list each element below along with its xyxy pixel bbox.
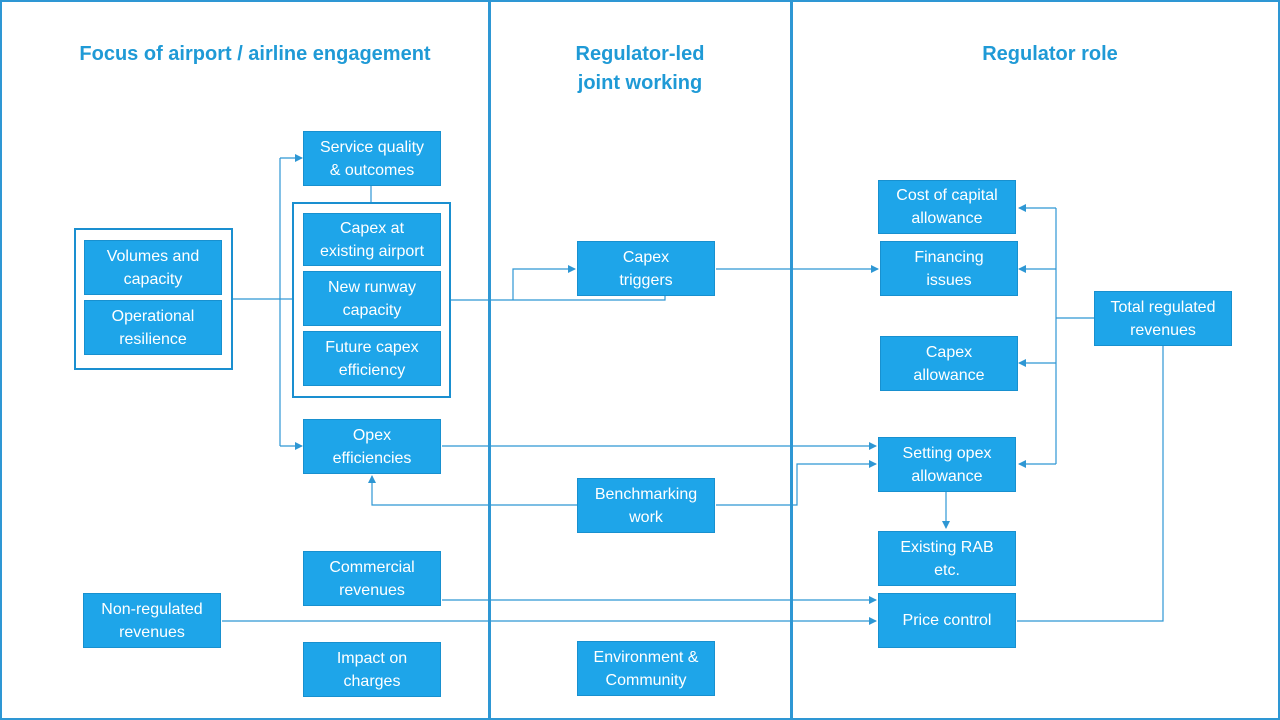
node-setting-opex-allowance: Setting opex allowance xyxy=(878,437,1016,492)
node-capex-triggers: Capex triggers xyxy=(577,241,715,296)
node-new-runway-capacity: New runway capacity xyxy=(303,271,441,326)
node-opex-efficiencies: Opex efficiencies xyxy=(303,419,441,474)
header-airport-airline-engagement: Focus of airport / airline engagement xyxy=(79,43,431,65)
node-capex-existing-airport: Capex at existing airport xyxy=(303,213,441,266)
node-operational-resilience: Operational resilience xyxy=(84,300,222,355)
column-divider-1 xyxy=(488,0,491,720)
node-non-regulated-revenues: Non-regulated revenues xyxy=(83,593,221,648)
line-group-to-triggers-base xyxy=(451,296,666,301)
node-benchmarking-work: Benchmarking work xyxy=(577,478,715,533)
group-capex xyxy=(292,202,451,398)
node-service-quality: Service quality & outcomes xyxy=(303,131,441,186)
arrow-benchmarking-to-setting-opex xyxy=(716,460,877,506)
node-environment-community: Environment & Community xyxy=(577,641,715,696)
arrow-benchmarking-to-opex xyxy=(368,475,577,506)
group-volumes-resilience xyxy=(74,228,233,370)
header-regulator-role: Regulator role xyxy=(982,43,1118,65)
column-divider-2 xyxy=(790,0,793,720)
node-existing-rab: Existing RAB etc. xyxy=(878,531,1016,586)
node-price-control: Price control xyxy=(878,593,1016,648)
node-financing-issues: Financing issues xyxy=(880,241,1018,296)
arrow-to-capex-triggers xyxy=(512,265,576,300)
node-volumes-capacity: Volumes and capacity xyxy=(84,240,222,295)
node-future-capex-efficiency: Future capex efficiency xyxy=(303,331,441,386)
header-regulator-led-joint-working: Regulator-led joint working xyxy=(575,43,705,94)
node-capex-allowance: Capex allowance xyxy=(880,336,1018,391)
line-price-control-to-total xyxy=(1017,345,1164,622)
node-impact-on-charges: Impact on charges xyxy=(303,642,441,697)
node-total-regulated-revenues: Total regulated revenues xyxy=(1094,291,1232,346)
node-commercial-revenues: Commercial revenues xyxy=(303,551,441,606)
node-cost-of-capital-allowance: Cost of capital allowance xyxy=(878,180,1016,234)
